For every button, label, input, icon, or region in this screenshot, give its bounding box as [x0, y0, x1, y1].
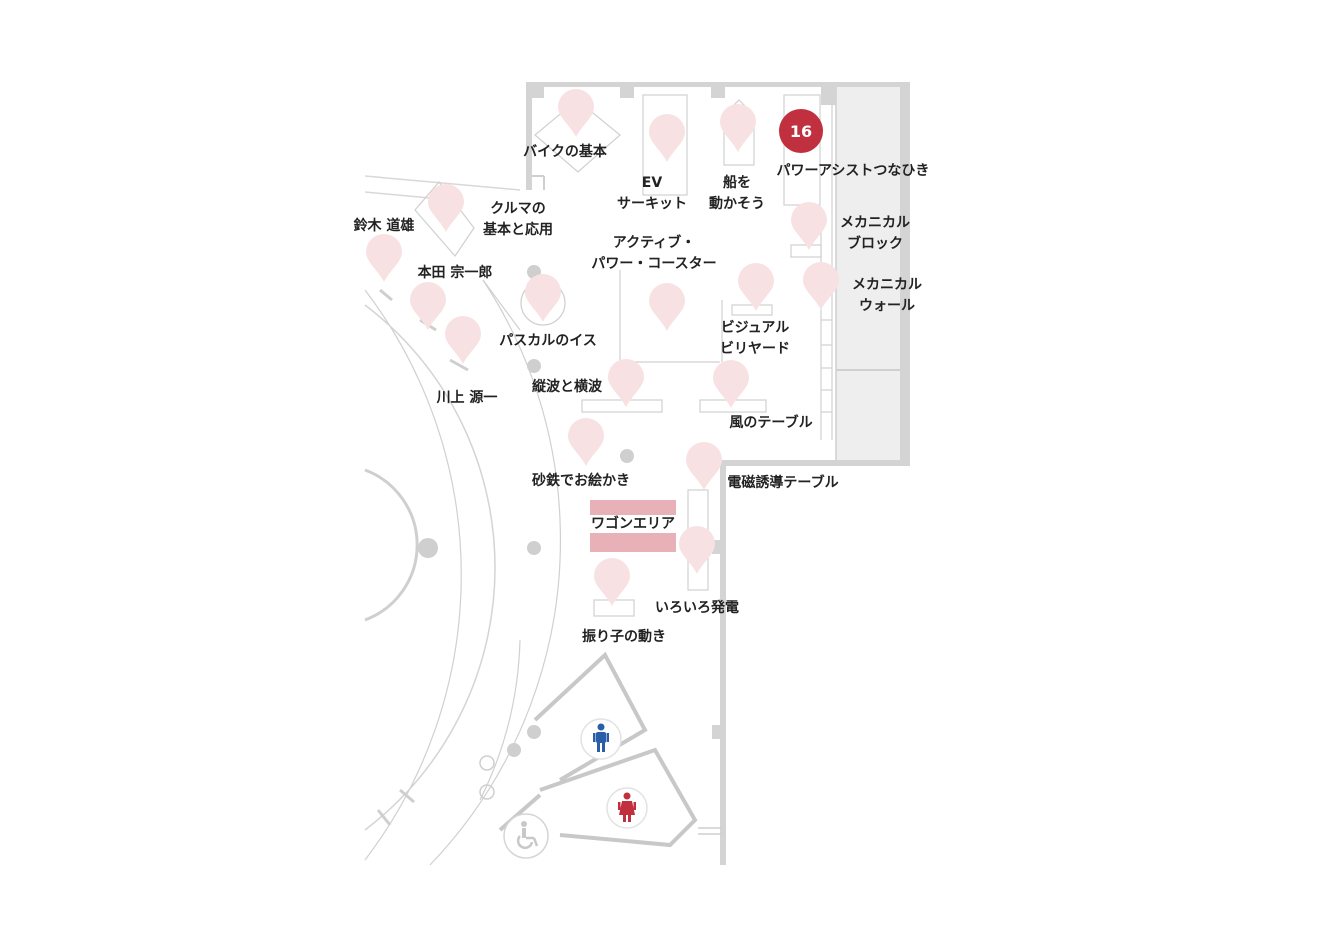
label-line: 振り子の動き: [582, 628, 666, 645]
label-power-generation[interactable]: いろいろ発電: [655, 599, 739, 616]
label-line: 本田 宗一郎: [418, 264, 493, 281]
label-line: EV: [642, 175, 663, 191]
map-pin-pascal[interactable]: [525, 274, 561, 322]
label-line: ビリヤード: [720, 341, 790, 357]
badge-number: 16: [790, 122, 812, 141]
map-pin-active-coaster[interactable]: [649, 283, 685, 331]
womens-restroom-icon[interactable]: [606, 787, 648, 829]
label-line: 川上 源一: [436, 389, 498, 406]
exhibit-badge-16[interactable]: 16: [779, 109, 823, 153]
label-suzuki[interactable]: 鈴木 道雄: [354, 217, 415, 234]
map-pin-honda[interactable]: [410, 282, 446, 330]
map-pin-power-generation[interactable]: [679, 526, 715, 574]
label-line: バイクの基本: [523, 143, 608, 160]
label-line: サーキット: [617, 196, 687, 212]
label-wagon-area[interactable]: ワゴンエリア: [591, 515, 675, 532]
label-line: 動かそう: [709, 195, 765, 212]
map-pin-pendulum[interactable]: [594, 558, 630, 606]
walls: [364, 82, 910, 865]
label-line: ワゴンエリア: [591, 515, 675, 532]
map-pin-induction-table[interactable]: [686, 442, 722, 490]
wheelchair-icon[interactable]: [503, 813, 549, 859]
label-power-assist[interactable]: パワーアシストつなひき: [777, 163, 930, 179]
label-line: ブロック: [847, 235, 903, 252]
wagon-area: [590, 500, 676, 552]
label-line: 砂鉄でお絵かき: [531, 472, 630, 489]
map-pin-suzuki[interactable]: [366, 234, 402, 282]
label-waves[interactable]: 縦波と横波: [532, 378, 603, 395]
right-wing: [821, 82, 910, 466]
label-iron-sand[interactable]: 砂鉄でお絵かき: [531, 472, 630, 489]
exhibit-pins: [366, 89, 839, 606]
label-line: 鈴木 道雄: [354, 217, 415, 234]
label-line: ウォール: [859, 298, 915, 314]
label-line: メカニカル: [852, 277, 922, 293]
label-car-basics[interactable]: クルマの基本と応用: [483, 201, 553, 238]
badge-circle: [779, 109, 823, 153]
label-line: アクティブ・: [613, 234, 695, 251]
map-pin-ev-circuit[interactable]: [649, 114, 685, 162]
label-move-ship[interactable]: 船を動かそう: [709, 174, 765, 212]
label-active-coaster[interactable]: アクティブ・パワー・コースター: [591, 234, 716, 272]
label-line: ビジュアル: [721, 320, 790, 336]
label-mech-wall[interactable]: メカニカルウォール: [852, 277, 922, 314]
label-line: いろいろ発電: [655, 599, 739, 616]
label-pascal[interactable]: パスカルのイス: [499, 333, 597, 349]
map-pin-iron-sand[interactable]: [568, 418, 604, 466]
label-line: クルマの: [490, 201, 546, 217]
label-pendulum[interactable]: 振り子の動き: [582, 628, 666, 645]
label-honda[interactable]: 本田 宗一郎: [418, 264, 493, 281]
map-pin-visual-billiards[interactable]: [738, 263, 774, 311]
label-bike-basics[interactable]: バイクの基本: [523, 143, 608, 160]
map-pin-waves[interactable]: [608, 359, 644, 407]
label-visual-billiards[interactable]: ビジュアルビリヤード: [720, 320, 790, 357]
map-pin-car-basics[interactable]: [428, 184, 464, 232]
label-line: 電磁誘導テーブル: [727, 474, 838, 491]
label-ev-circuit[interactable]: EV サーキット: [617, 175, 687, 212]
label-line: パワーアシストつなひき: [777, 163, 930, 179]
label-line: パスカルのイス: [499, 333, 597, 349]
label-kawakami[interactable]: 川上 源一: [436, 389, 498, 406]
mens-restroom-icon[interactable]: [580, 718, 622, 760]
label-line: 縦波と横波: [532, 378, 603, 395]
map-pin-wind-table[interactable]: [713, 360, 749, 408]
label-wind-table[interactable]: 風のテーブル: [729, 414, 812, 431]
map-pin-mech-block[interactable]: [791, 202, 827, 250]
label-line: 基本と応用: [483, 221, 553, 238]
label-mech-block[interactable]: メカニカルブロック: [840, 215, 910, 252]
circular-hall: [364, 265, 634, 866]
map-pin-kawakami[interactable]: [445, 316, 481, 364]
label-line: メカニカル: [840, 215, 910, 231]
label-line: 風のテーブル: [729, 414, 812, 431]
map-pin-mech-wall[interactable]: [803, 262, 839, 310]
map-pin-bike-basics[interactable]: [558, 89, 594, 137]
map-pin-move-ship[interactable]: [720, 104, 756, 152]
label-line: パワー・コースター: [591, 256, 716, 272]
label-induction-table[interactable]: 電磁誘導テーブル: [727, 474, 838, 491]
label-line: 船を: [723, 174, 751, 191]
